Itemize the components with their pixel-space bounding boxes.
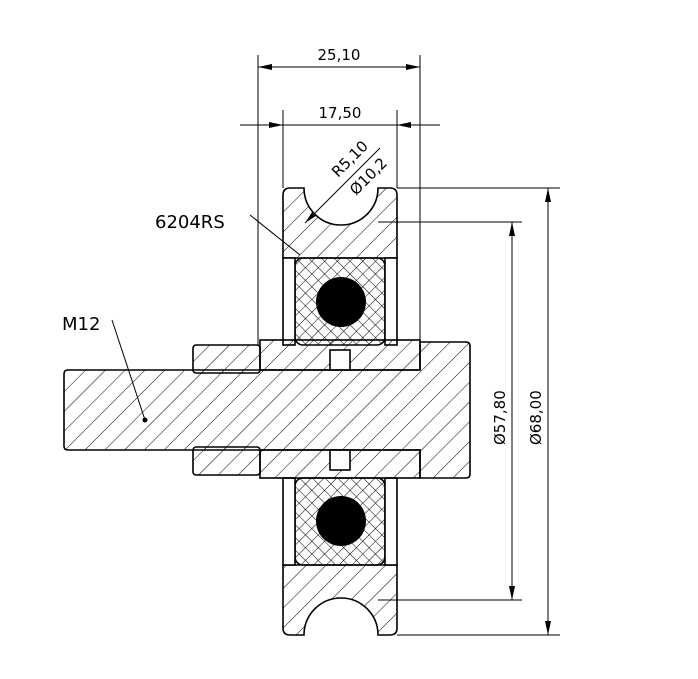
wheel-top-section [282,187,398,259]
nut-bottom [192,446,261,476]
dim-groove-bottom-diameter: Ø57,80 [491,390,509,445]
dim-outer-diameter: Ø68,00 [527,390,545,445]
dim-wheel-width: 17,50 [319,104,362,122]
wheel-bottom-section [282,564,398,636]
label-bearing: 6204RS [155,212,225,233]
shaft [63,341,471,479]
dim-overall-width: 25,10 [318,46,361,64]
ball-bottom [316,496,366,546]
label-thread: M12 [62,314,100,335]
nut-top [192,344,261,374]
ball-top [316,277,366,327]
